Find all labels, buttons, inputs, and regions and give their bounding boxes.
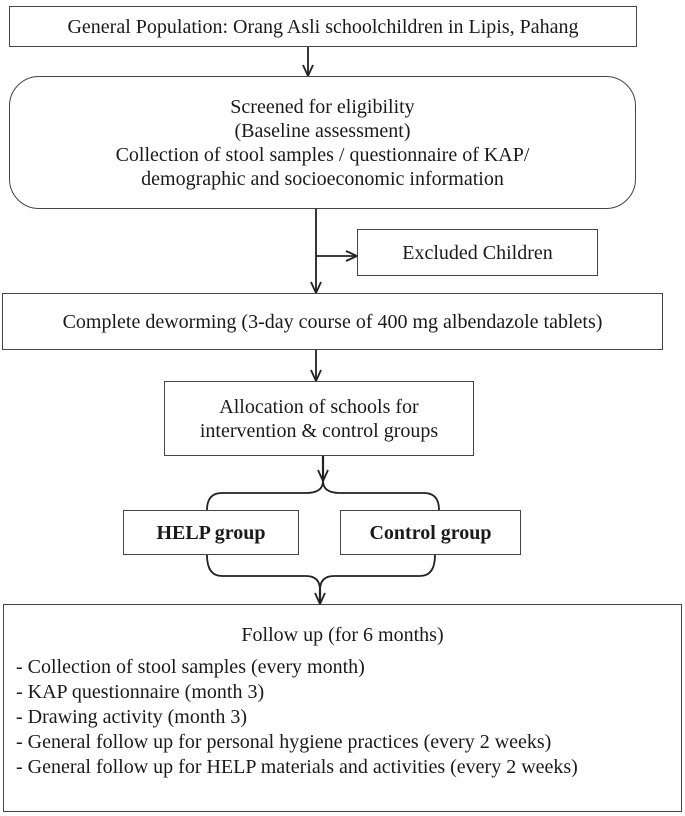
control-group-box: Control group bbox=[340, 510, 521, 555]
help-group-label: HELP group bbox=[156, 521, 266, 544]
brace-top bbox=[206, 480, 440, 511]
excluded-box: Excluded Children bbox=[357, 229, 598, 276]
followup-item: - General follow up for personal hygiene… bbox=[16, 731, 552, 753]
allocation-line-2: intervention & control groups bbox=[199, 419, 439, 442]
followup-title: Follow up (for 6 months) bbox=[241, 624, 444, 646]
screening-line-2: (Baseline assessment) bbox=[234, 119, 411, 142]
population-box: General Population: Orang Asli schoolchi… bbox=[9, 6, 637, 47]
followup-list: - Collection of stool samples (every mon… bbox=[4, 655, 681, 780]
followup-item: - KAP questionnaire (month 3) bbox=[16, 681, 265, 703]
allocation-box: Allocation of schools for intervention &… bbox=[164, 381, 474, 456]
deworming-box: Complete deworming (3-day course of 400 … bbox=[2, 293, 663, 350]
followup-item: - General follow up for HELP materials a… bbox=[16, 756, 578, 778]
excluded-label: Excluded Children bbox=[402, 241, 553, 264]
screening-line-4: demographic and socioeconomic informatio… bbox=[141, 167, 504, 190]
control-group-label: Control group bbox=[369, 521, 492, 544]
help-group-box: HELP group bbox=[123, 510, 299, 555]
population-label: General Population: Orang Asli schoolchi… bbox=[67, 15, 579, 38]
allocation-line-1: Allocation of schools for bbox=[219, 395, 419, 418]
followup-box: Follow up (for 6 months) - Collection of… bbox=[3, 604, 682, 812]
brace-bottom bbox=[206, 554, 436, 591]
deworming-label: Complete deworming (3-day course of 400 … bbox=[62, 310, 603, 333]
screening-line-3: Collection of stool samples / questionna… bbox=[115, 143, 530, 166]
screening-line-1: Screened for eligibility bbox=[230, 95, 415, 118]
followup-item: - Collection of stool samples (every mon… bbox=[16, 656, 365, 678]
screening-box: Screened for eligibility (Baseline asses… bbox=[9, 76, 636, 209]
followup-item: - Drawing activity (month 3) bbox=[16, 706, 248, 728]
